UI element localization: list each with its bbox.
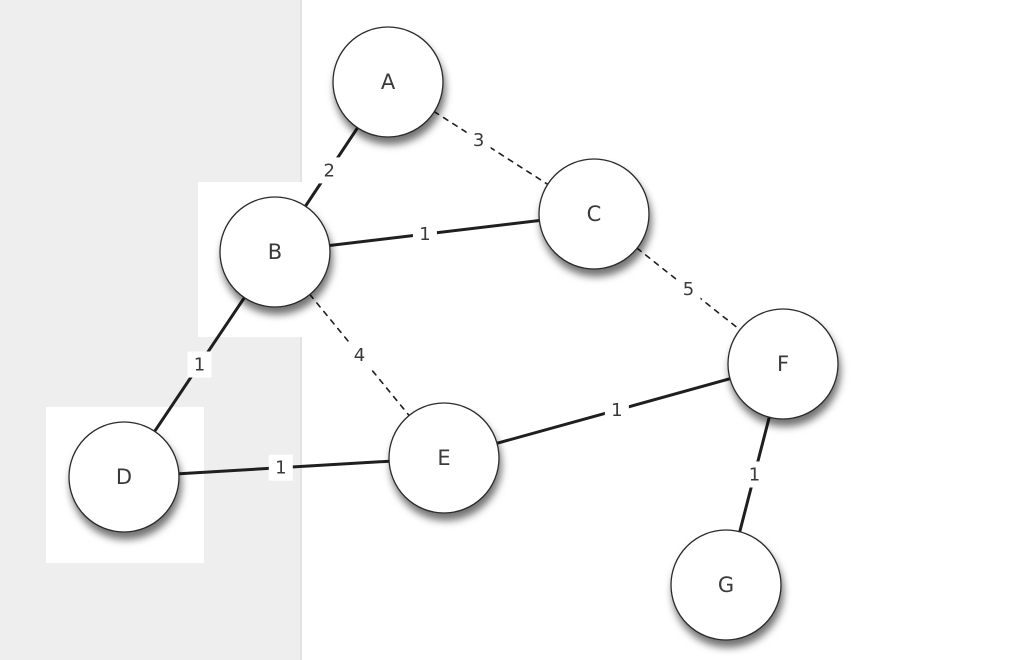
nodes-layer: A B C D E F G [68, 26, 839, 641]
node-c: C [538, 158, 650, 270]
edge-label-bg-b-e [347, 342, 372, 368]
edge-a-c [387, 81, 595, 215]
edge-label-bg-b-c [412, 221, 437, 248]
edge-weight-f-g: 1 [749, 465, 760, 486]
node-circle-b [219, 196, 331, 308]
edge-weight-a-b: 2 [324, 160, 335, 181]
node-a: A [332, 26, 444, 138]
node-circle-f [727, 308, 839, 420]
node-label-e: E [437, 446, 450, 470]
edge-label-bg-a-c [466, 127, 491, 154]
node-label-d: D [116, 465, 132, 489]
node-g: G [670, 529, 782, 641]
edge-weight-b-d: 1 [194, 355, 205, 376]
node-b: B [219, 196, 331, 308]
edge-label-bg-d-e [268, 454, 293, 481]
node-label-f: F [777, 352, 789, 376]
node-e: E [388, 402, 500, 514]
edge-label-bg-e-f [604, 397, 629, 424]
node-circle-a [332, 26, 444, 138]
node-label-c: C [587, 202, 602, 226]
node-label-g: G [718, 573, 734, 597]
edge-weight-e-f: 1 [611, 400, 622, 421]
edge-label-bg-b-d [187, 351, 212, 378]
edge-weight-d-e: 1 [275, 458, 286, 479]
node-circle-e [388, 402, 500, 514]
edge-label-bg-a-b [317, 157, 342, 184]
edge-weight-c-f: 5 [683, 279, 694, 300]
node-circle-g [670, 529, 782, 641]
edge-labels-layer: 2 3 1 1 4 5 1 1 1 [187, 127, 767, 488]
node-label-b: B [268, 240, 282, 264]
node-d: D [68, 421, 180, 533]
edge-weight-b-c: 1 [419, 224, 430, 245]
node-label-a: A [381, 70, 396, 94]
edge-label-bg-f-g [742, 461, 767, 488]
edge-weight-b-e: 4 [354, 345, 365, 366]
node-circle-c [538, 158, 650, 270]
node-f: F [727, 308, 839, 420]
edge-weight-a-c: 3 [473, 130, 484, 151]
node-circle-d [68, 421, 180, 533]
edge-label-bg-c-f [676, 276, 701, 302]
